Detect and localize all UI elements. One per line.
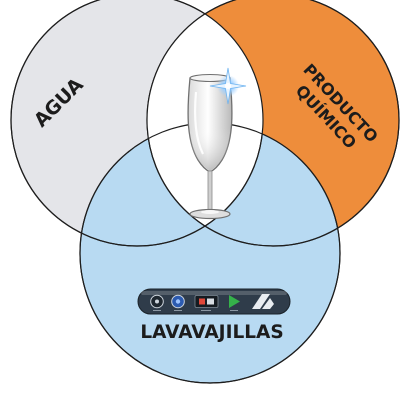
wine-glass-icon xyxy=(187,73,233,220)
dishwasher-control-panel-icon xyxy=(137,288,291,315)
center-intersection xyxy=(147,0,263,246)
dishwasher-label: LAVAVAJILLAS xyxy=(140,322,283,343)
sparkle-icon xyxy=(209,67,247,105)
